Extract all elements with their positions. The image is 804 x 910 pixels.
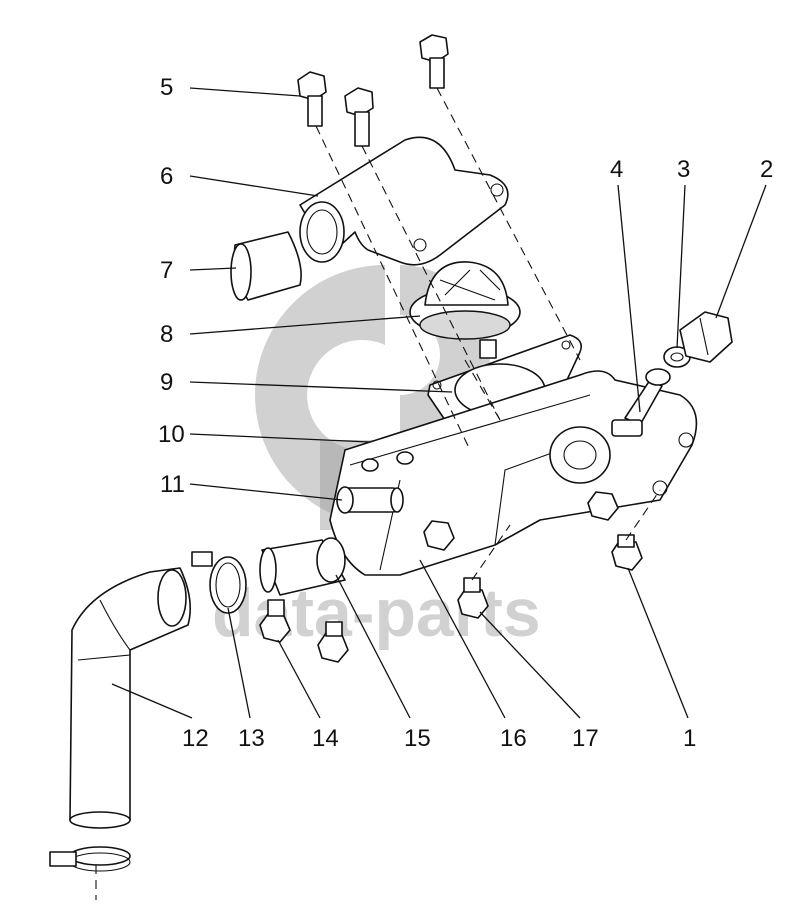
rubber-elbow-hose xyxy=(69,567,191,829)
bolt-upper-right xyxy=(419,34,449,89)
leader-10 xyxy=(189,433,371,443)
small-pipe-fitting xyxy=(336,486,404,514)
callout-10: 10 xyxy=(158,421,185,448)
callout-9: 9 xyxy=(160,369,173,396)
leader-14 xyxy=(277,639,321,719)
bolt-lower-center xyxy=(457,577,489,619)
callout-4: 4 xyxy=(610,156,623,183)
leader-9 xyxy=(189,381,453,393)
callout-11: 11 xyxy=(160,471,185,498)
leader-3 xyxy=(676,184,686,349)
leader-11 xyxy=(189,483,343,501)
callout-7: 7 xyxy=(160,257,173,284)
assembly-axes xyxy=(95,87,661,900)
cap-nut xyxy=(679,311,733,363)
leader-2 xyxy=(715,184,767,319)
bolt-housing-a xyxy=(587,491,619,521)
outlet-elbow-housing xyxy=(299,136,509,266)
leader-6 xyxy=(189,175,319,197)
thermostat xyxy=(409,261,521,359)
leader-lines xyxy=(111,87,767,719)
callout-2: 2 xyxy=(760,156,773,183)
thermostat-housing xyxy=(329,370,698,576)
callout-13: 13 xyxy=(238,725,265,752)
leader-5 xyxy=(189,87,301,97)
bolt-upper-middle xyxy=(344,87,374,147)
callout-14: 14 xyxy=(312,725,339,752)
bolt-upper-left xyxy=(297,71,327,127)
callout-3: 3 xyxy=(677,156,690,183)
bolt-lower-right xyxy=(611,534,643,571)
bolt-lower-left-b xyxy=(317,621,349,663)
hose-clamp-lower xyxy=(49,846,131,872)
callout-6: 6 xyxy=(160,163,173,190)
watermark-text: data-parts xyxy=(212,575,541,651)
leader-12 xyxy=(111,683,193,719)
leader-4 xyxy=(617,184,641,413)
callout-8: 8 xyxy=(160,321,173,348)
callout-5: 5 xyxy=(160,74,173,101)
callout-1: 1 xyxy=(683,725,696,752)
hose-sleeve xyxy=(230,231,302,301)
callout-15: 15 xyxy=(404,725,431,752)
bolt-housing-b xyxy=(423,520,455,551)
callout-17: 17 xyxy=(572,725,599,752)
leader-13 xyxy=(227,607,251,719)
temperature-sensor xyxy=(611,368,671,437)
callout-12: 12 xyxy=(182,725,209,752)
leader-1 xyxy=(627,567,689,719)
callout-16: 16 xyxy=(500,725,527,752)
callout-labels: 1 2 3 4 5 6 7 8 9 10 11 12 13 14 15 16 1… xyxy=(158,74,773,752)
leader-17 xyxy=(479,611,581,719)
leader-16 xyxy=(419,559,506,719)
leader-7 xyxy=(189,267,237,271)
leader-15 xyxy=(335,574,411,719)
connecting-pipe xyxy=(259,537,346,596)
leader-8 xyxy=(189,315,421,335)
hose-clamp-upper xyxy=(191,551,247,614)
bolt-lower-left-a xyxy=(259,599,291,643)
